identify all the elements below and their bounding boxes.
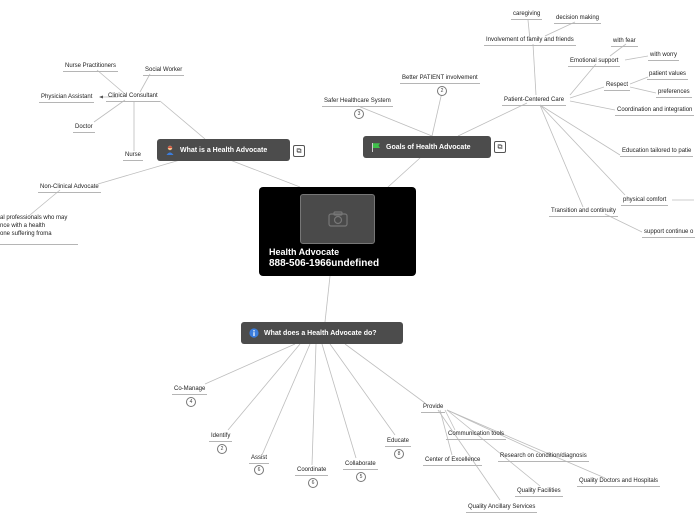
node-with-fear[interactable]: with fear [611, 37, 638, 47]
count-badge[interactable]: 6 [308, 478, 318, 488]
central-image-placeholder [300, 194, 375, 244]
topic-goals-health-advocate[interactable]: Goals of Health Advocate [363, 136, 491, 158]
topic-what-does-health-advocate-do[interactable]: What does a Health Advocate do? [241, 322, 403, 344]
node-physician-assistant[interactable]: Physician Assistant [39, 93, 95, 103]
count-badge[interactable]: 2 [217, 444, 227, 454]
central-title: Health Advocate [269, 247, 340, 257]
count-badge[interactable]: 4 [186, 397, 196, 407]
node-coordinate[interactable]: Coordinate [295, 466, 329, 476]
count-badge[interactable]: 5 [356, 472, 366, 482]
node-quality-doctors-hospitals[interactable]: Quality Doctors and Hospitals [577, 477, 661, 487]
person-icon [166, 145, 174, 155]
node-doctor[interactable]: Doctor [73, 123, 95, 133]
topic-label: What does a Health Advocate do? [264, 329, 377, 337]
topic-label: Goals of Health Advocate [386, 143, 471, 151]
node-with-worry[interactable]: with worry [648, 51, 680, 61]
count-badge[interactable]: 3 [354, 109, 364, 119]
node-respect[interactable]: Respect [604, 81, 631, 91]
node-safer-healthcare-system[interactable]: Safer Healthcare System [322, 97, 393, 107]
node-transition-continuity[interactable]: Transition and continuity [549, 207, 618, 217]
node-quality-ancillary-services[interactable]: Quality Ancillary Services [466, 503, 538, 513]
count-badge[interactable]: 8 [394, 449, 404, 459]
node-communication-tools[interactable]: Communication tools [446, 430, 507, 440]
node-non-clinical-advocate[interactable]: Non-Clinical Advocate [38, 183, 101, 193]
note-line-3: one suffering froma [0, 231, 52, 237]
topic-label: What is a Health Advocate [180, 146, 268, 154]
node-preferences[interactable]: preferences [656, 88, 692, 98]
node-non-clinical-note[interactable]: al professionals who may nce with a heal… [0, 214, 78, 245]
central-topic[interactable]: Health Advocate 888-506-1966undefined [259, 187, 416, 276]
node-co-manage[interactable]: Co-Manage [172, 385, 208, 395]
open-link-icon[interactable]: ⧉ [293, 145, 305, 157]
open-link-icon[interactable]: ⧉ [494, 141, 506, 153]
node-education-tailored[interactable]: Education tailored to patie [620, 147, 694, 157]
node-patient-centered-care[interactable]: Patient-Centered Care [502, 96, 567, 106]
node-physical-comfort[interactable]: physical comfort [621, 196, 669, 206]
node-patient-values[interactable]: patient values [647, 70, 689, 80]
count-badge[interactable]: 2 [437, 86, 447, 96]
count-badge[interactable]: 6 [254, 465, 264, 475]
note-line-1: al professionals who may [0, 215, 68, 221]
node-nurse-practitioners[interactable]: Nurse Practitioners [63, 62, 119, 72]
node-caregiving[interactable]: caregiving [511, 10, 543, 20]
node-identify[interactable]: Identify [209, 432, 233, 442]
flag-icon [372, 143, 380, 152]
node-involvement-family-friends[interactable]: Involvement of family and friends [484, 36, 576, 46]
note-line-2: nce with a health [0, 223, 46, 229]
central-phone: 888-506-1966undefined [269, 258, 380, 269]
node-assist[interactable]: Assist [249, 454, 270, 464]
node-educate[interactable]: Educate [385, 437, 412, 447]
camera-icon [327, 211, 348, 227]
info-icon [249, 328, 259, 338]
topic-what-is-health-advocate[interactable]: What is a Health Advocate [157, 139, 290, 161]
node-research-condition[interactable]: Research on condition/diagnosis [498, 452, 589, 462]
node-decision-making[interactable]: decision making [554, 14, 602, 24]
node-provide[interactable]: Provide [421, 403, 446, 413]
node-better-patient-involvement[interactable]: Better PATIENT involvement [400, 74, 480, 84]
node-social-worker[interactable]: Social Worker [143, 66, 185, 76]
node-nurse[interactable]: Nurse [123, 151, 144, 161]
node-emotional-support[interactable]: Emotional support [568, 57, 621, 67]
node-support-continue[interactable]: support continue o [642, 228, 696, 238]
node-clinical-consultant[interactable]: Clinical Consultant [106, 92, 160, 102]
node-center-of-excellence[interactable]: Center of Excellence [423, 456, 483, 466]
node-coordination-integration[interactable]: Coordination and integration [615, 106, 695, 116]
node-collaborate[interactable]: Collaborate [343, 460, 378, 470]
node-quality-facilities[interactable]: Quality Facilities [515, 487, 563, 497]
